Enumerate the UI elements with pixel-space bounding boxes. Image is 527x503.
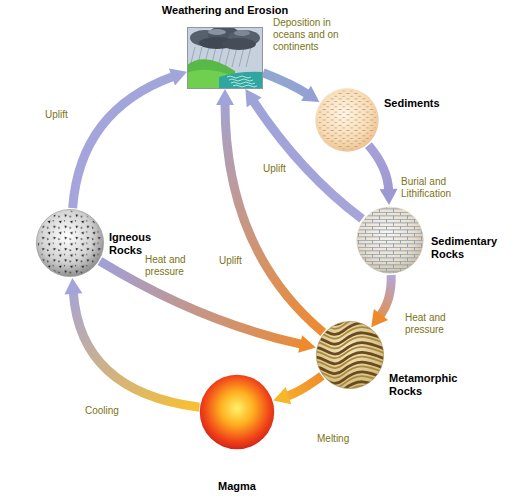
- drawing-part: [36, 209, 103, 276]
- arrow-head: [298, 335, 316, 353]
- drawing-part: [200, 375, 274, 449]
- label-holder: Uplift: [262, 158, 302, 176]
- drawing-part: [315, 352, 385, 363]
- weathering-picture: Weathering and Erosion: [187, 27, 263, 89]
- label-holder: Uplift: [218, 250, 258, 268]
- arrow-label: Deposition in oceans and on continents: [272, 17, 354, 53]
- arrow-label: Burial and Lithification: [400, 176, 464, 200]
- arrow-label: Uplift: [218, 255, 243, 267]
- node-label: Sediments: [384, 97, 454, 110]
- arrow-head: [216, 89, 234, 105]
- arrow-label: Cooling: [84, 405, 120, 417]
- igneous-circle: Igneous Rocks: [35, 208, 105, 278]
- drawing-part: [231, 82, 255, 84]
- arrow-shaft: [287, 376, 322, 396]
- node-label: Metamorphic Rocks: [389, 372, 471, 398]
- label-holder: Magma: [177, 480, 297, 493]
- drawing-part: [315, 88, 378, 151]
- drawing-part: [38, 211, 102, 275]
- node-illustration: [315, 320, 385, 390]
- cycle-arrow: [73, 69, 187, 209]
- drawing-part: [234, 30, 250, 36]
- drawing-part: [246, 47, 251, 67]
- drawing-part: [355, 205, 425, 275]
- drawing-part: [315, 320, 385, 390]
- cycle-arrow: [273, 376, 322, 404]
- arrow-label: Melting: [316, 433, 350, 445]
- arrow-head: [380, 189, 398, 205]
- drawing-part: [187, 27, 263, 89]
- metamorphic-circle: Metamorphic Rocks: [315, 320, 385, 390]
- drawing-part: [315, 333, 385, 344]
- arrow-shaft: [100, 261, 302, 344]
- arrow-shaft: [368, 145, 388, 191]
- sedimentary-circle: Sedimentary Rocks: [355, 205, 425, 275]
- node-illustration: [355, 205, 425, 275]
- drawing-part: [233, 85, 257, 87]
- drawing-part: [229, 79, 253, 81]
- drawing-part: [208, 29, 226, 35]
- cycle-arrow: [216, 89, 323, 332]
- arrow-label: Uplift: [262, 163, 287, 175]
- arrow-head: [169, 69, 187, 86]
- drawing-part: [315, 362, 385, 373]
- node-label: Weathering and Erosion: [135, 4, 315, 17]
- node-illustration: [199, 374, 275, 450]
- label-holder: Cooling: [84, 400, 134, 418]
- label-holder: Weathering and Erosion: [135, 4, 315, 17]
- drawing-part: [227, 76, 251, 78]
- drawing-part: [222, 38, 256, 50]
- arrow-head: [273, 387, 291, 404]
- drawing-part: [315, 343, 385, 354]
- arrow-shaft: [73, 292, 199, 407]
- node-illustration: [187, 27, 263, 89]
- node-illustration: [35, 208, 105, 278]
- label-holder: Melting: [316, 428, 366, 446]
- arrow-head: [371, 309, 388, 327]
- drawing-part: [317, 90, 376, 149]
- label-holder: Burial and Lithification: [400, 176, 464, 201]
- drawing-part: [239, 47, 244, 67]
- arrow-head: [301, 86, 319, 102]
- cycle-arrow: [371, 275, 391, 327]
- arrow-shaft: [73, 76, 174, 208]
- cycle-arrow: [64, 278, 199, 407]
- drawing-part: [315, 386, 385, 390]
- label-holder: Deposition in oceans and on continents: [272, 17, 354, 54]
- label-holder: Sediments: [384, 97, 454, 110]
- drawing-part: [315, 323, 385, 334]
- drawing-part: [225, 47, 230, 67]
- drawing-part: [219, 72, 263, 89]
- arrow-head: [245, 89, 261, 107]
- node-label: Sedimentary Rocks: [431, 235, 507, 261]
- sediments-circle: Sediments: [314, 87, 380, 153]
- drawing-part: [188, 28, 263, 89]
- node-illustration: [314, 87, 380, 153]
- drawing-part: [316, 321, 383, 388]
- label-holder: Metamorphic Rocks: [389, 372, 471, 398]
- arrow-shaft: [380, 275, 391, 316]
- label-holder: Uplift: [44, 104, 84, 122]
- arrow-shaft: [263, 73, 308, 95]
- cycle-arrow: [100, 261, 316, 353]
- arrow-label: Heat and pressure: [404, 312, 458, 336]
- arrow-head: [64, 278, 82, 295]
- arrow-label: Uplift: [44, 109, 69, 121]
- arrow-shaft: [225, 103, 323, 332]
- node-label: Magma: [177, 480, 297, 493]
- label-holder: Heat and pressure: [144, 254, 198, 279]
- cycle-arrow: [263, 73, 319, 102]
- arrow-label: Heat and pressure: [144, 254, 198, 278]
- drawing-part: [315, 320, 385, 325]
- label-holder: Sedimentary Rocks: [431, 235, 507, 261]
- drawing-part: [232, 47, 237, 67]
- cycle-arrow: [368, 145, 397, 205]
- label-holder: Heat and pressure: [404, 312, 458, 337]
- magma-circle: Magma: [199, 374, 275, 450]
